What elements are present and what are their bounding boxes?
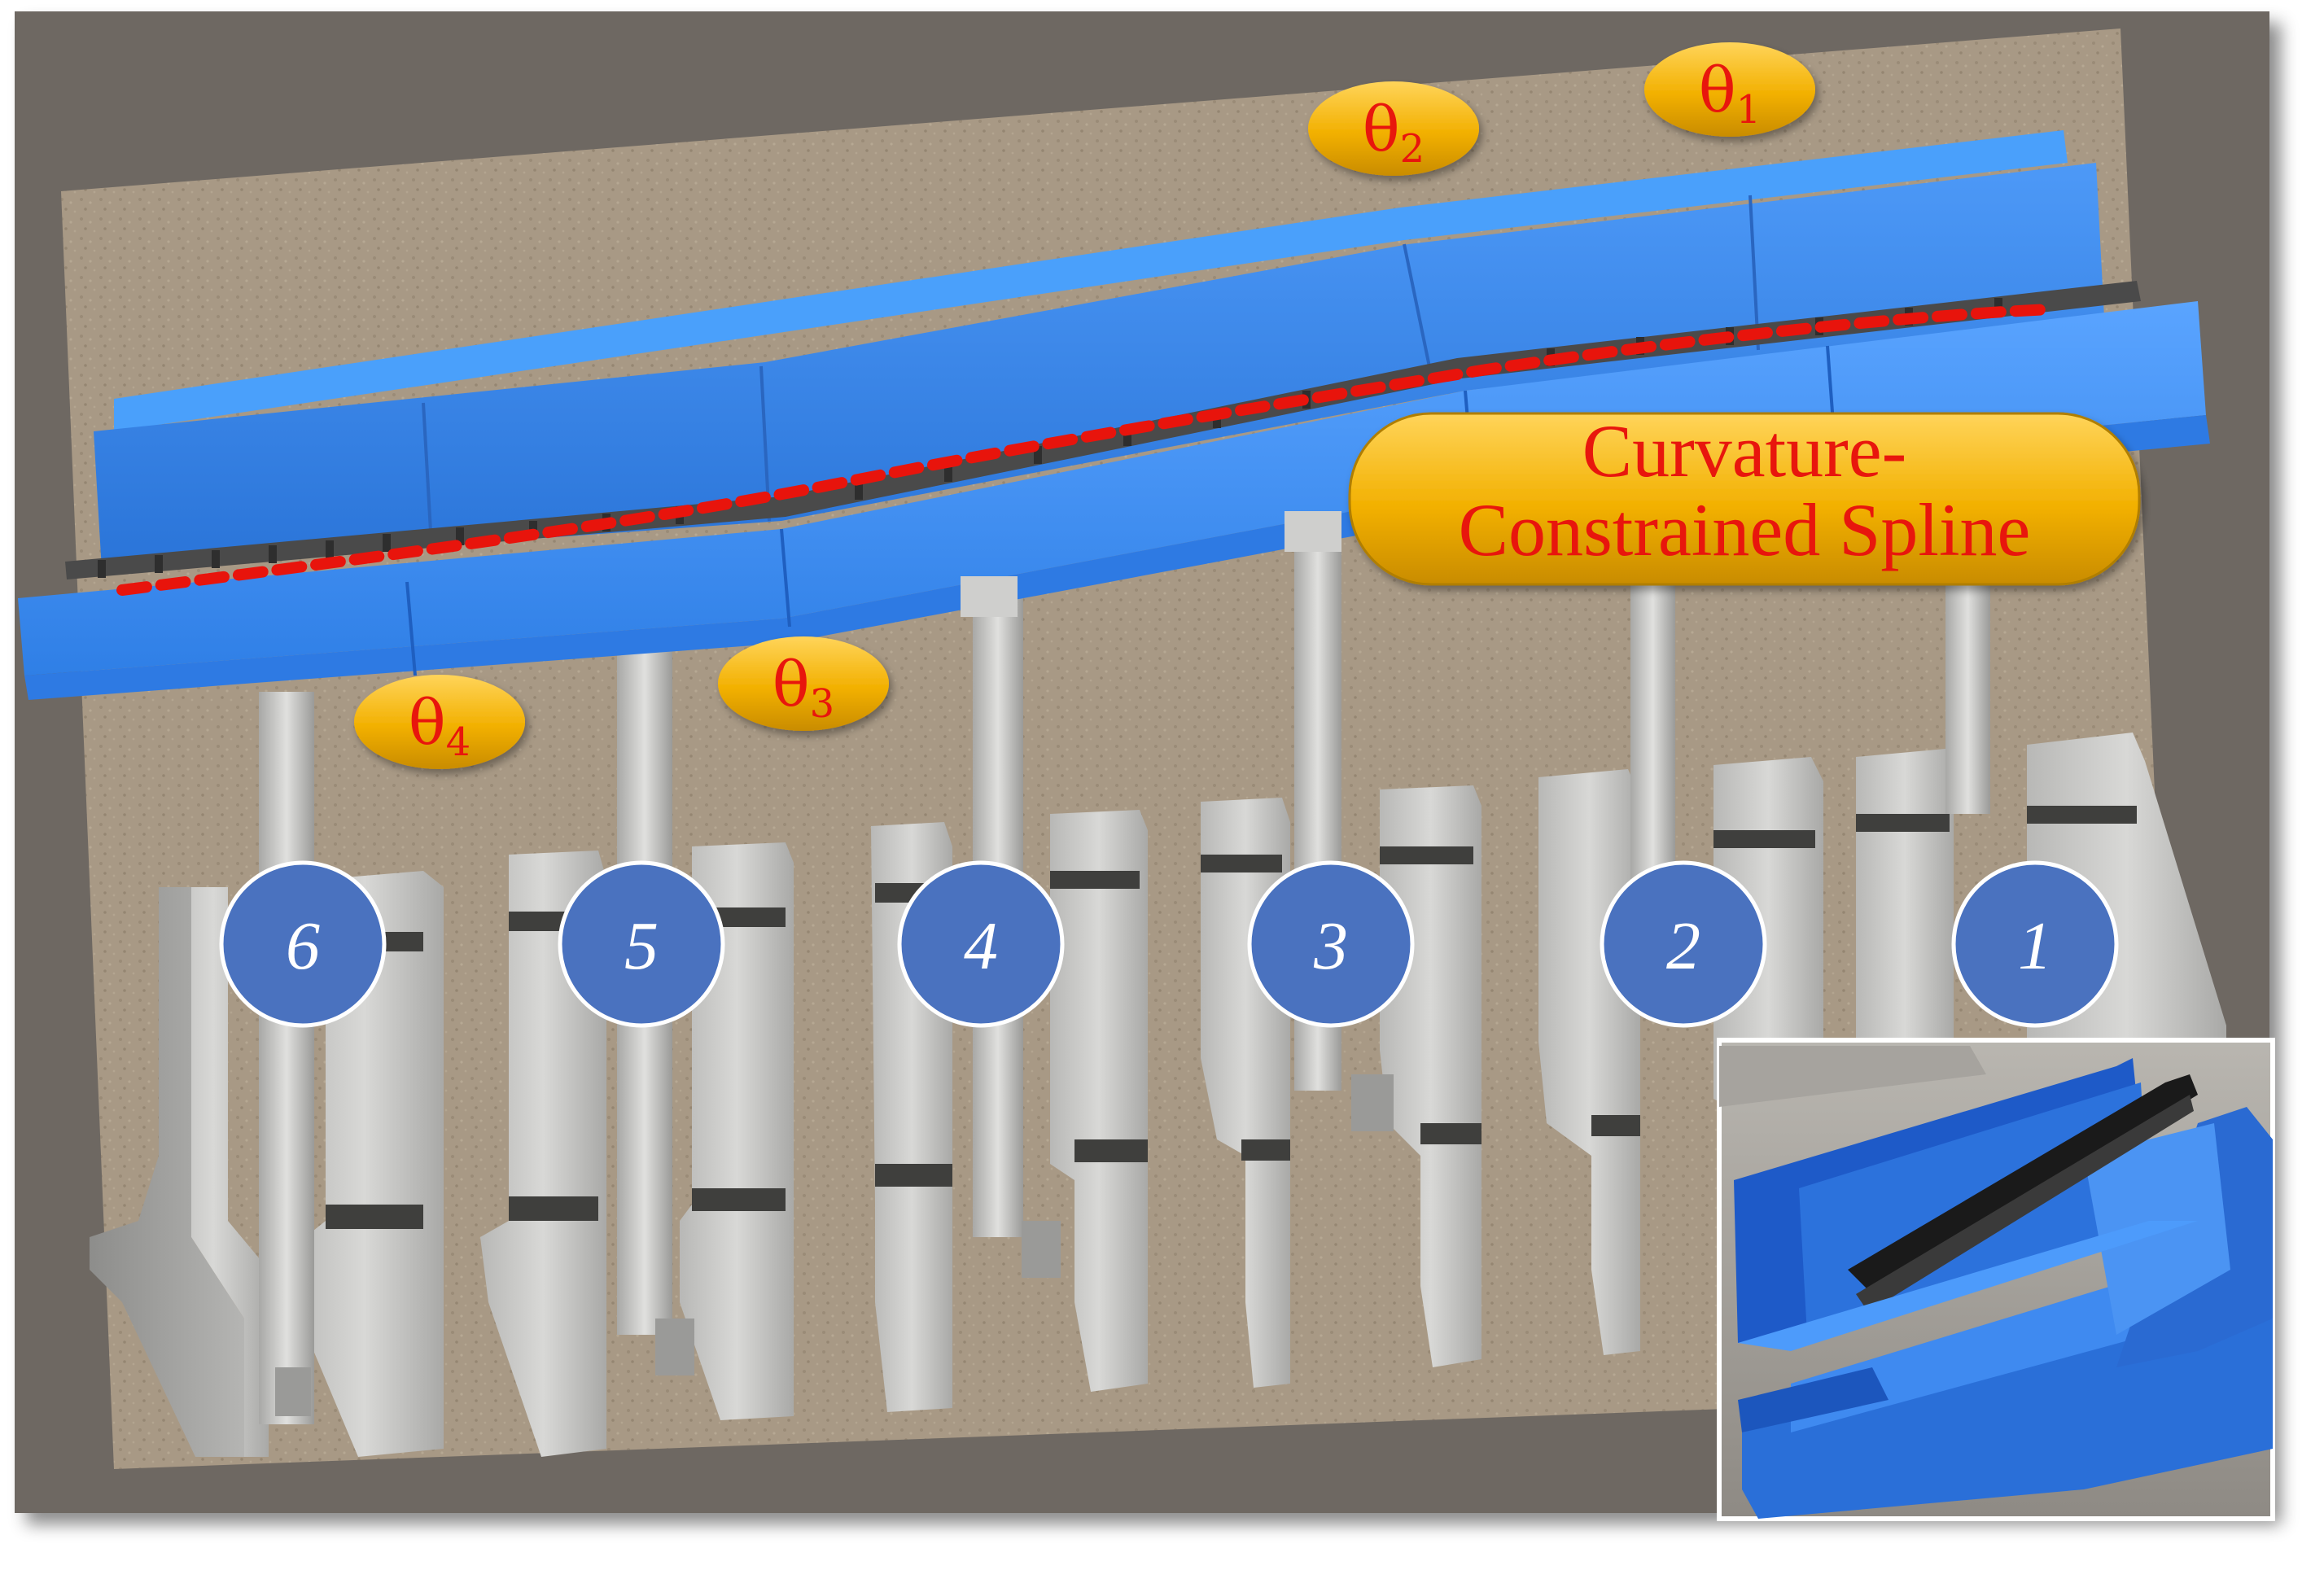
segment-marker-6: 6 [219,860,387,1028]
svg-text:θ3: θ3 [772,648,834,727]
angle-badge-2: θ2 [1308,81,1479,176]
segment-4-label: 4 [964,908,998,984]
post-cap-3 [1285,511,1341,552]
angle-badge-3: θ3 [718,636,889,731]
segment-marker-5: 5 [558,860,725,1028]
svg-text:θ4: θ4 [409,686,470,765]
pier-6-left [90,887,269,1457]
svg-text:θ2: θ2 [1363,93,1425,172]
beam-back-web [94,163,2104,570]
segment-marker-2: 2 [1600,860,1767,1028]
angle-badge-4: θ4 [354,675,525,769]
segment-3-label: 3 [1313,908,1348,984]
inset-floor-beam [1742,1319,2273,1519]
angle-1-sub: 1 [1736,87,1762,133]
post-cap-4 [961,576,1018,617]
beam-assembly [18,130,2210,700]
segment-marker-1: 1 [1951,860,2119,1028]
segment-5-label: 5 [624,908,659,984]
segment-marker-3: 3 [1247,860,1415,1028]
callout-line-2: Constrained Spline [1459,488,2031,571]
angle-1-symbol: θ [1699,54,1736,126]
angle-4-symbol: θ [409,686,446,759]
curvature-spline [116,304,2057,596]
inset-view [1717,1038,2275,1521]
rack-rail [65,281,2141,579]
segment-marker-4: 4 [897,860,1065,1028]
segment-2-label: 2 [1666,908,1700,984]
svg-text:θ1: θ1 [1699,54,1761,133]
angle-2-symbol: θ [1363,93,1400,165]
segment-6-label: 6 [286,908,320,984]
pier-4-right [1050,810,1148,1392]
angle-4-sub: 4 [446,719,471,765]
pier-1-left [1856,749,1954,1050]
beam-front-web [18,301,2206,676]
callout-line-1: Curvature- [1582,409,1907,492]
angle-2-sub: 2 [1400,126,1425,172]
angle-badge-1: θ1 [1644,42,1815,137]
beam-upper-flange [114,130,2068,431]
angle-3-sub: 3 [810,681,835,727]
segment-1-label: 1 [2018,908,2052,984]
spline-callout: Curvature- Constrained Spline [1348,409,2141,586]
inset-rack [1848,1074,2198,1294]
angle-3-symbol: θ [772,648,810,720]
